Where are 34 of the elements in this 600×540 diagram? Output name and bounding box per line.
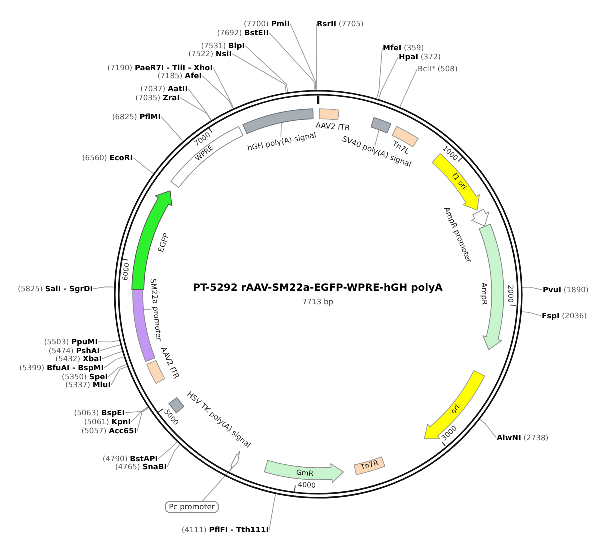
leader-line: [232, 54, 287, 93]
leader-line: [213, 68, 234, 108]
leader-line: [104, 356, 124, 368]
plasmid-title: PT-5292 rAAV-SM22a-EGFP-WPRE-hGH polyA: [193, 284, 443, 294]
leader-line: [111, 366, 128, 386]
leader-line: [167, 444, 181, 468]
leader-line: [137, 408, 149, 432]
leader-line: [93, 286, 114, 290]
leader-line: [143, 309, 152, 310]
leader-line: [280, 122, 282, 138]
leader-line: [376, 48, 383, 99]
leader-line: [521, 312, 542, 316]
leader-line: [479, 418, 497, 438]
leader-line: [108, 364, 127, 378]
leader-line: [102, 352, 122, 360]
leader-line: [316, 24, 318, 90]
leader-line: [98, 340, 120, 343]
leader-line: [158, 442, 178, 460]
leader-line: [269, 494, 276, 530]
leader-line: [269, 32, 315, 90]
leader-line: [522, 286, 543, 290]
leader-line: [131, 407, 149, 422]
leader-line: [245, 46, 288, 92]
leader-line: [202, 76, 234, 109]
leader-line: [133, 158, 154, 174]
leader-line: [290, 24, 316, 90]
leader-line: [400, 68, 418, 108]
leader-line: [378, 56, 399, 100]
leader-line: [180, 98, 212, 120]
leader-line: [125, 406, 148, 414]
leader-line: [188, 88, 212, 120]
leader-line: [374, 130, 380, 147]
leader-line: [100, 344, 121, 352]
leader-line: [161, 116, 184, 142]
